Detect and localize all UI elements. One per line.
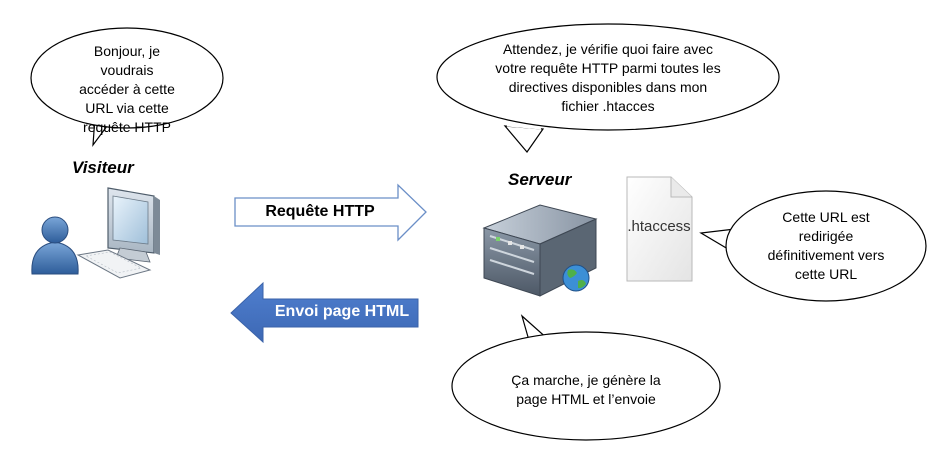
globe-icon [562,264,590,292]
server-speech-bubble-bottom [451,314,721,441]
server-label: Serveur [508,170,572,189]
htaccess-speech-bubble [699,190,927,302]
response-arrow [230,281,419,344]
htaccess-bubble-text: Cette URL est redirigée définitivement v… [767,209,885,282]
server-icon [482,204,598,297]
visitor-bubble-text: Bonjour, je voudrais accéder à cette URL… [79,43,175,135]
user-computer-icon [31,187,160,279]
visitor-speech-bubble [30,27,224,148]
request-arrow-label: Requête HTTP [265,203,375,220]
server-top-bubble-text: Attendez, je vérifie quoi faire avec vot… [495,41,721,114]
visitor-label: Visiteur [72,158,134,177]
server-bottom-bubble-text: Ça marche, je génère la page HTML et l’e… [511,372,661,407]
document-icon [626,176,693,282]
request-arrow [234,183,427,242]
response-arrow-label: Envoi page HTML [274,303,410,320]
htaccess-file-label: .htaccess [627,218,691,235]
server-speech-bubble-top [436,23,780,153]
